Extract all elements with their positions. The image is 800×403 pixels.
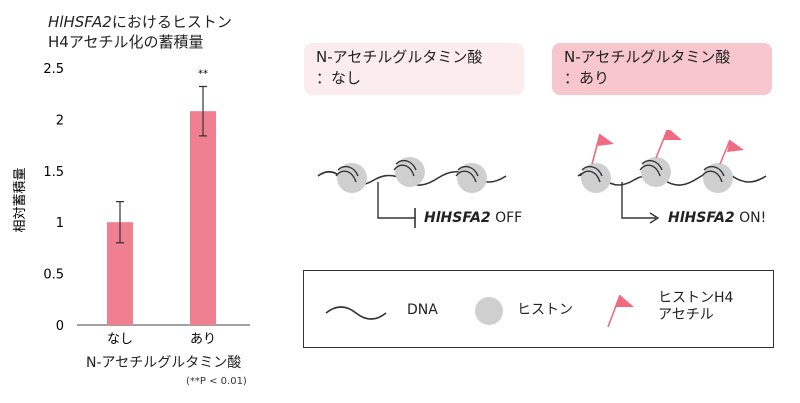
p-value-note: (**P < 0.01) [186, 376, 247, 387]
error-bar [116, 201, 124, 244]
arrow-head [649, 212, 660, 224]
transcription-arrow-off [377, 182, 415, 219]
y-tick-label: 1.5 [43, 165, 64, 180]
y-tick-label: 0 [56, 319, 64, 334]
gene-on-label: HlHSFA2 ON! [668, 210, 766, 226]
legend-dna-icon [325, 306, 387, 320]
x-tick-label: なし [107, 332, 133, 347]
transcription-arrow-on [621, 182, 656, 219]
condition-ari-line1: N-アセチルグルタミン酸 [564, 48, 731, 66]
error-bar [199, 85, 207, 137]
legend-histone-icon [475, 297, 503, 325]
y-axis-label: 相対蓄積量 [13, 167, 28, 232]
legend-acetyl-line2: アセチル [658, 307, 714, 323]
legend-box: DNA ヒストン ヒストンH4 アセチル [303, 270, 774, 348]
dna-wrap-1 [335, 165, 359, 183]
bars-group: なし ** あり [107, 69, 216, 347]
dna-wrap-6 [701, 165, 725, 183]
gene-off-name: HlHSFA2 [424, 210, 491, 226]
dna-wrap-5 [639, 159, 663, 177]
condition-box-ari: N-アセチルグルタミン酸 ：あり [552, 43, 772, 95]
legend-acetyl-icon [607, 294, 634, 328]
y-tick-labels: 0 0.5 1 1.5 2 2.5 [43, 62, 64, 334]
acetyl-flag-1 [591, 133, 614, 165]
condition-box-none: N-アセチルグルタミン酸 ：なし [304, 43, 524, 95]
condition-none-line1: N-アセチルグルタミン酸 [316, 48, 483, 66]
y-tick-label: 2 [56, 113, 64, 128]
bar-chart: 0 0.5 1 1.5 2 2.5 なし ** あり 相対蓄積量 [13, 62, 250, 347]
dna-wrap-4 [579, 165, 603, 183]
condition-ari-line2: ：あり [564, 69, 610, 87]
y-tick-label: 2.5 [43, 62, 64, 77]
x-axis-label: N-アセチルグルタミン酸 [86, 355, 242, 371]
acetyl-flag-2 [655, 130, 682, 159]
legend-acetyl-line1: ヒストンH4 [658, 290, 734, 306]
condition-none-line2: ：なし [316, 69, 362, 87]
chart-title-suffix: におけるヒストン [111, 13, 232, 31]
dna-wrap-2 [393, 159, 417, 177]
dna-wrap-3 [455, 165, 479, 183]
gene-off-state: OFF [495, 210, 523, 226]
chromatin-active [577, 130, 767, 224]
significance-mark: ** [198, 69, 208, 80]
bar [190, 111, 216, 326]
chart-title: HlHSFA2におけるヒストン H4アセチル化の蓄積量 [48, 12, 232, 52]
acetyl-flag-3 [719, 139, 744, 165]
gene-on-name: HlHSFA2 [668, 210, 735, 226]
y-tick-label: 0.5 [43, 268, 64, 283]
chart-title-gene: HlHSFA2 [48, 13, 112, 31]
chromatin-diagram [317, 130, 767, 228]
legend-acetyl-label: ヒストンH4 アセチル [658, 290, 733, 324]
x-tick-label: あり [190, 332, 216, 347]
y-tick-label: 1 [56, 216, 64, 231]
chart-title-line2: H4アセチル化の蓄積量 [48, 33, 204, 51]
legend-symbols [325, 294, 634, 328]
gene-off-label: HlHSFA2 OFF [424, 210, 522, 226]
legend-histone-label: ヒストン [517, 302, 573, 318]
gene-on-state: ON! [739, 210, 767, 226]
chromatin-inactive [317, 157, 507, 228]
legend-dna-label: DNA [407, 302, 438, 318]
